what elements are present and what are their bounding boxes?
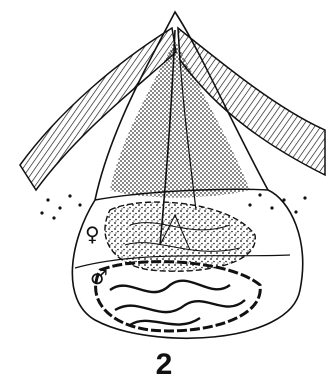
testis-coils bbox=[110, 281, 245, 325]
female-symbol: ♀ bbox=[85, 222, 100, 246]
figure-number: 2 bbox=[0, 350, 328, 380]
testis-region bbox=[96, 262, 261, 331]
male-symbol: ♂ bbox=[90, 265, 108, 289]
